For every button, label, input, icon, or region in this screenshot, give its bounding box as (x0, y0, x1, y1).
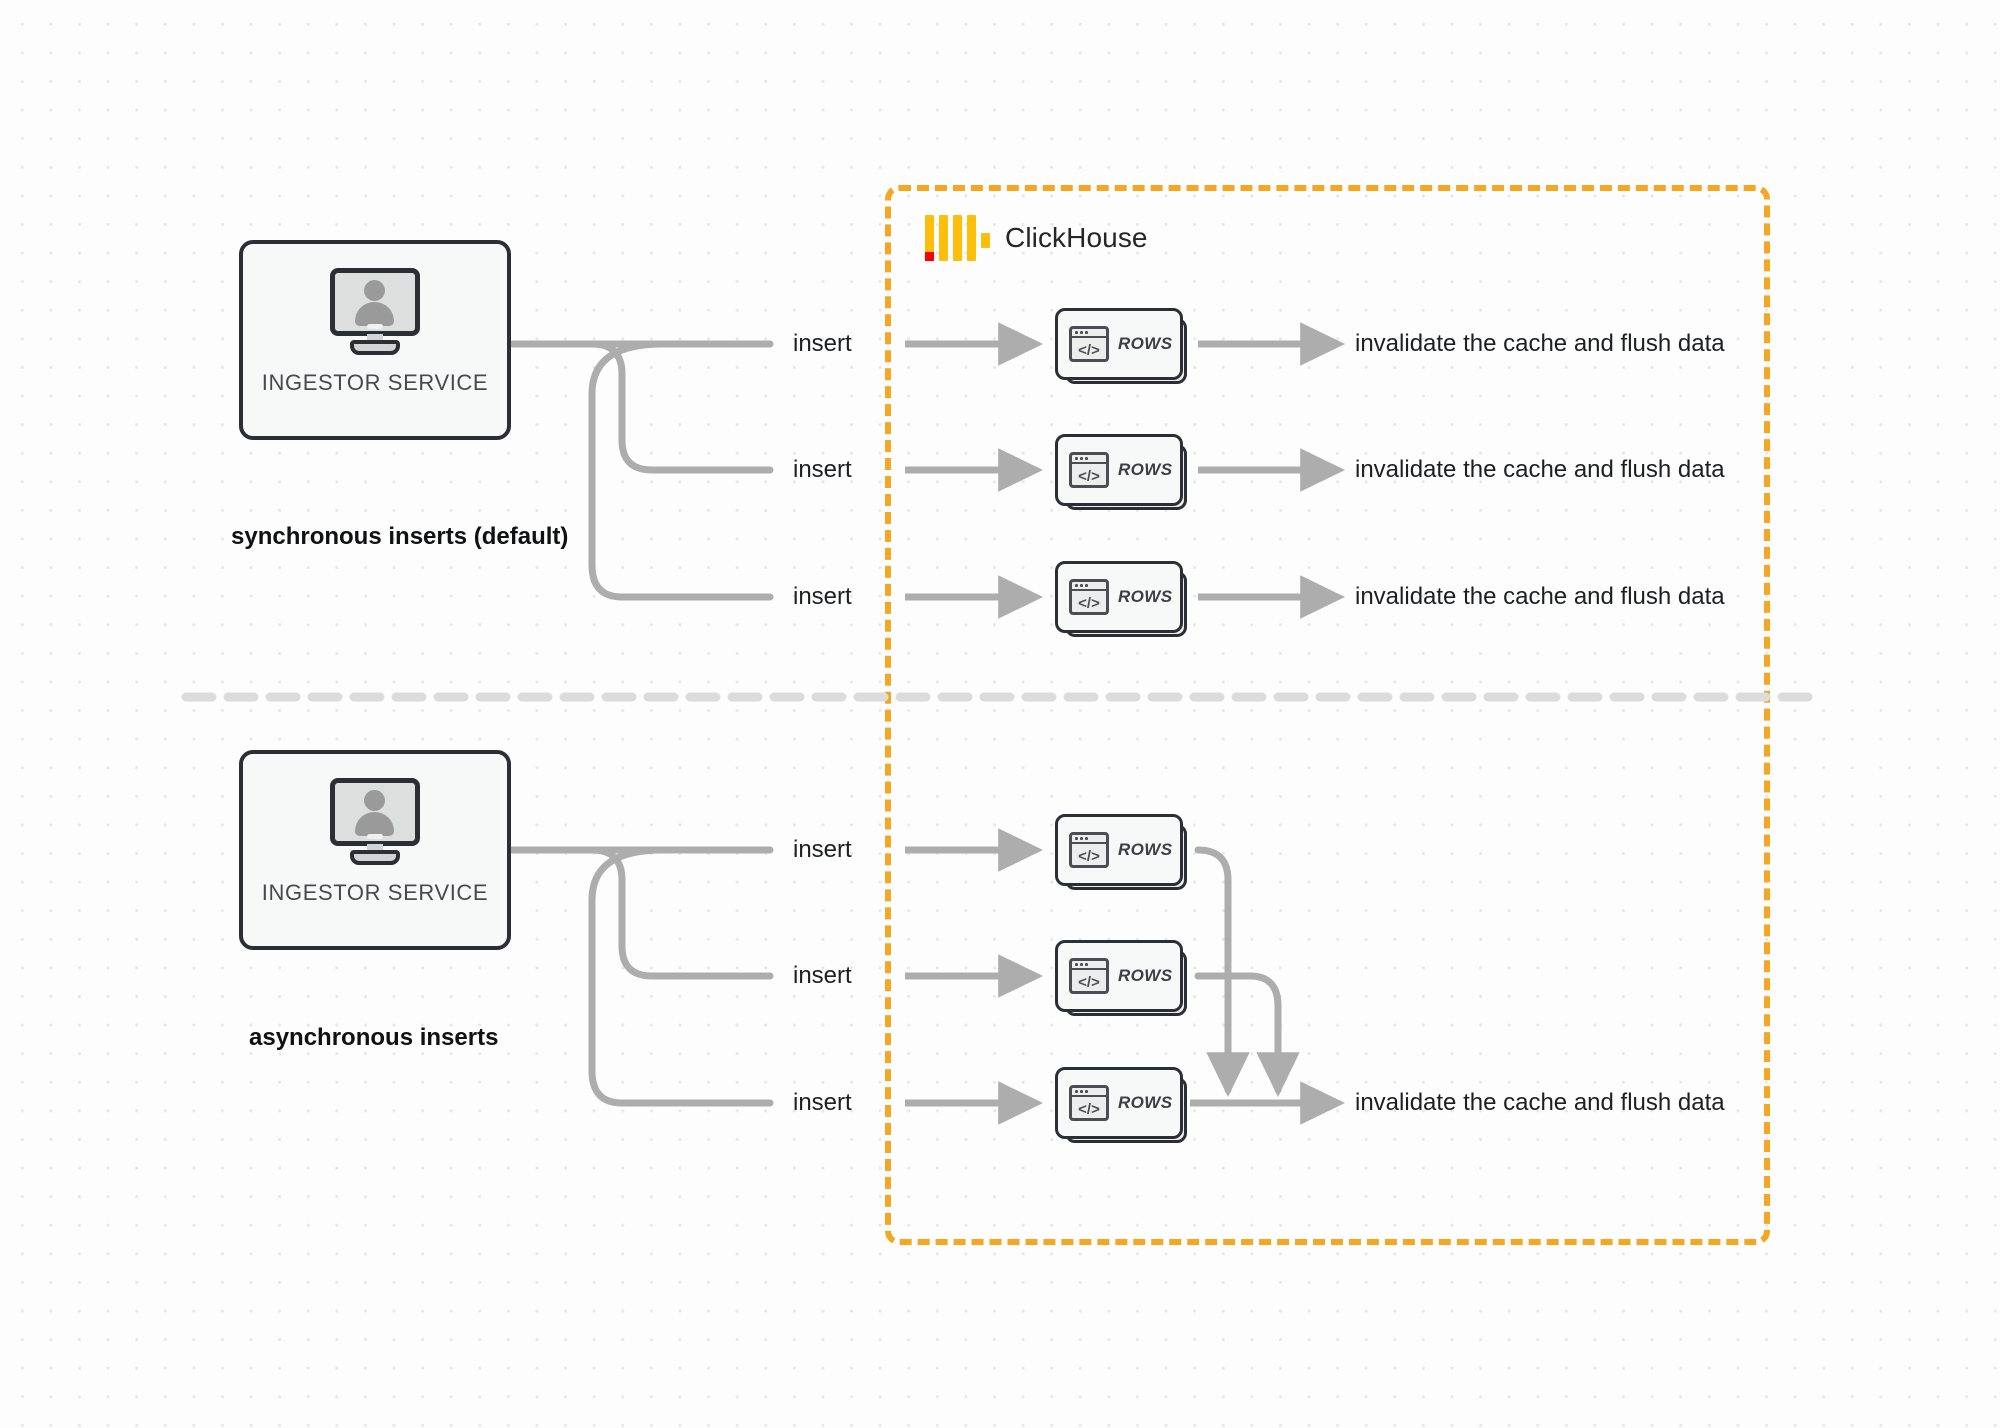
sync-rows-card-1: </> ROWS (1055, 308, 1187, 384)
clickhouse-boundary (885, 185, 1770, 1245)
code-window-icon: </> (1069, 579, 1109, 615)
sync-flush-label-3: invalidate the cache and flush data (1355, 583, 1725, 610)
monitor-user-icon (323, 778, 427, 866)
clickhouse-header: ClickHouse (925, 215, 1148, 261)
sync-insert-label-1: insert (793, 330, 852, 357)
code-window-icon: </> (1069, 452, 1109, 488)
rows-card-label: ROWS (1118, 966, 1173, 985)
sync-flush-label-1: invalidate the cache and flush data (1355, 330, 1725, 357)
sync-ingestor-label: INGESTOR SERVICE (261, 370, 489, 395)
sync-flush-label-2: invalidate the cache and flush data (1355, 456, 1725, 483)
async-insert-label-2: insert (793, 962, 852, 989)
monitor-user-icon (323, 268, 427, 356)
sync-rows-card-3: </> ROWS (1055, 561, 1187, 637)
async-rows-card-3: </> ROWS (1055, 1067, 1187, 1143)
sync-insert-label-2: insert (793, 456, 852, 483)
rows-card-label: ROWS (1118, 587, 1173, 606)
rows-card-label: ROWS (1118, 334, 1173, 353)
clickhouse-logo-icon (925, 215, 990, 261)
async-flush-label: invalidate the cache and flush data (1355, 1089, 1725, 1116)
code-window-icon: </> (1069, 832, 1109, 868)
async-ingestor-service: INGESTOR SERVICE (239, 750, 511, 950)
rows-card-label: ROWS (1118, 840, 1173, 859)
sync-insert-label-3: insert (793, 583, 852, 610)
clickhouse-title: ClickHouse (1005, 222, 1148, 253)
async-ingestor-label: INGESTOR SERVICE (261, 880, 489, 905)
rows-card-label: ROWS (1118, 1093, 1173, 1112)
async-rows-card-1: </> ROWS (1055, 814, 1187, 890)
sync-ingestor-service: INGESTOR SERVICE (239, 240, 511, 440)
async-insert-label-1: insert (793, 836, 852, 863)
sync-ingestor-branches (508, 340, 774, 601)
async-ingestor-branches (508, 846, 774, 1107)
code-window-icon: </> (1069, 958, 1109, 994)
code-window-icon: </> (1069, 326, 1109, 362)
async-rows-card-2: </> ROWS (1055, 940, 1187, 1016)
sync-mode-label: synchronous inserts (default) (231, 523, 569, 550)
rows-card-label: ROWS (1118, 460, 1173, 479)
code-window-icon: </> (1069, 1085, 1109, 1121)
async-mode-label: asynchronous inserts (249, 1024, 499, 1051)
async-insert-label-3: insert (793, 1089, 852, 1116)
sync-rows-card-2: </> ROWS (1055, 434, 1187, 510)
